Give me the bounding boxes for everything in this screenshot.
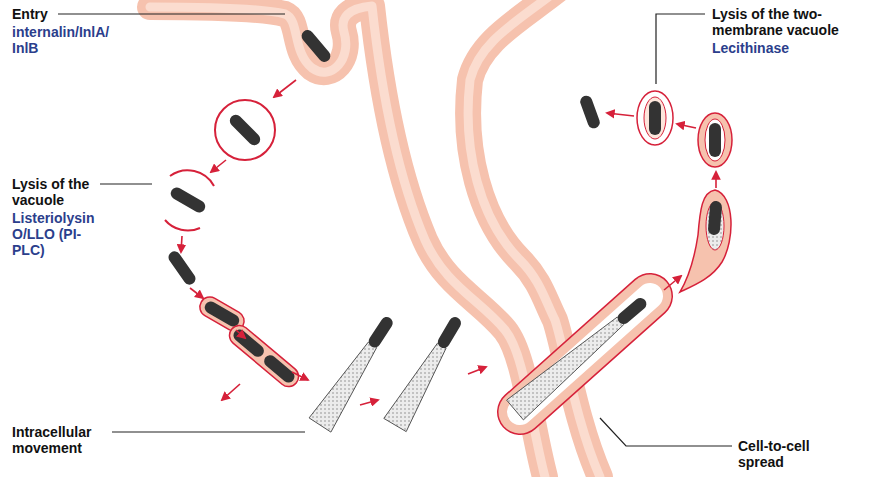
label-text: Listeriolysin O/LLO (PI-PLC) [12, 210, 112, 258]
step-arrow [677, 124, 696, 128]
actin-comet [309, 342, 377, 432]
actin-comet [384, 315, 463, 432]
bacterium [166, 249, 198, 287]
dividing-bacterium [262, 353, 297, 385]
dividing-bacterium [225, 321, 302, 390]
step-arrow [181, 80, 716, 405]
two-membrane-vacuole [708, 201, 723, 236]
two-membrane-vacuole [705, 119, 725, 161]
bacterium [227, 112, 262, 147]
actin-coated-bacterium [203, 299, 242, 328]
cell-membrane [150, 6, 545, 477]
bacterium [299, 28, 333, 65]
two-membrane-vacuole [709, 123, 721, 157]
step-arrow [181, 236, 182, 252]
actin-comet [366, 315, 395, 350]
step-arrow [468, 367, 486, 374]
step-arrow [236, 330, 245, 338]
label-text: internalin/InlA/ InlB [12, 24, 130, 56]
two-membrane-vacuole [698, 113, 732, 167]
step-label: Cell-to-cell spread [738, 438, 850, 470]
lysed-vacuole [165, 170, 214, 230]
factor-label: Listeriolysin O/LLO (PI-PLC) [12, 210, 112, 258]
two-membrane-vacuole [680, 190, 731, 292]
leader-line [58, 14, 732, 446]
step-label: Lysis of the vacuole [12, 176, 134, 208]
bacterium [169, 185, 208, 214]
label-text: Entry [12, 6, 48, 22]
cell-membrane [150, 6, 545, 477]
actin-comet [309, 315, 395, 432]
step-arrow [715, 172, 717, 188]
dividing-bacterium [225, 321, 302, 390]
two-membrane-vacuole [708, 201, 723, 236]
actin-comet [384, 343, 446, 432]
actin-comet [507, 317, 624, 420]
actin-comet [507, 295, 649, 419]
step-label: Entry [12, 6, 48, 22]
label-text: Intracellular movement [12, 424, 124, 456]
bacterium [169, 185, 208, 214]
step-label: Intracellular movement [12, 424, 124, 456]
step-label: Lysis of the two-membrane vacuole [712, 6, 842, 38]
lysing-vacuole [649, 101, 661, 135]
bacterium [579, 94, 602, 130]
step-arrow [292, 372, 308, 380]
step-arrow [360, 400, 378, 405]
factor-label: internalin/InlA/ InlB [12, 24, 130, 56]
lysed-vacuole [165, 220, 200, 231]
lysed-vacuole [170, 170, 214, 186]
leader-line [656, 14, 705, 84]
label-text: Cell-to-cell spread [738, 438, 850, 470]
leader-line [100, 183, 152, 184]
bacterium [299, 28, 333, 65]
step-arrow [664, 276, 681, 290]
lysing-vacuole [637, 91, 673, 145]
cell-membrane [150, 0, 650, 477]
actin-comet [436, 315, 464, 350]
lysing-vacuole [644, 97, 666, 139]
step-arrow [190, 288, 203, 298]
label-text: Lysis of the two-membrane vacuole [712, 6, 842, 38]
lysing-vacuole [637, 91, 673, 145]
leader-line [600, 418, 732, 446]
dividing-bacterium [231, 327, 266, 359]
actin-comet [436, 315, 464, 350]
two-membrane-vacuole [698, 113, 732, 167]
step-arrow [274, 80, 296, 97]
actin-comet [615, 295, 649, 326]
step-arrow [607, 113, 634, 116]
bacterium [227, 112, 262, 147]
bacterium [579, 94, 602, 130]
step-arrow [222, 384, 240, 400]
leader-line [58, 13, 285, 14]
leader-line [112, 431, 305, 432]
bacterium [166, 249, 198, 287]
vacuole [215, 100, 275, 160]
actin-comet [366, 315, 395, 350]
two-membrane-vacuole [680, 190, 731, 292]
actin-comet [615, 295, 649, 326]
factor-label: Lecithinase [712, 40, 789, 56]
label-text: Lecithinase [712, 40, 789, 56]
label-text: Lysis of the vacuole [12, 176, 134, 208]
step-arrow [211, 160, 226, 172]
